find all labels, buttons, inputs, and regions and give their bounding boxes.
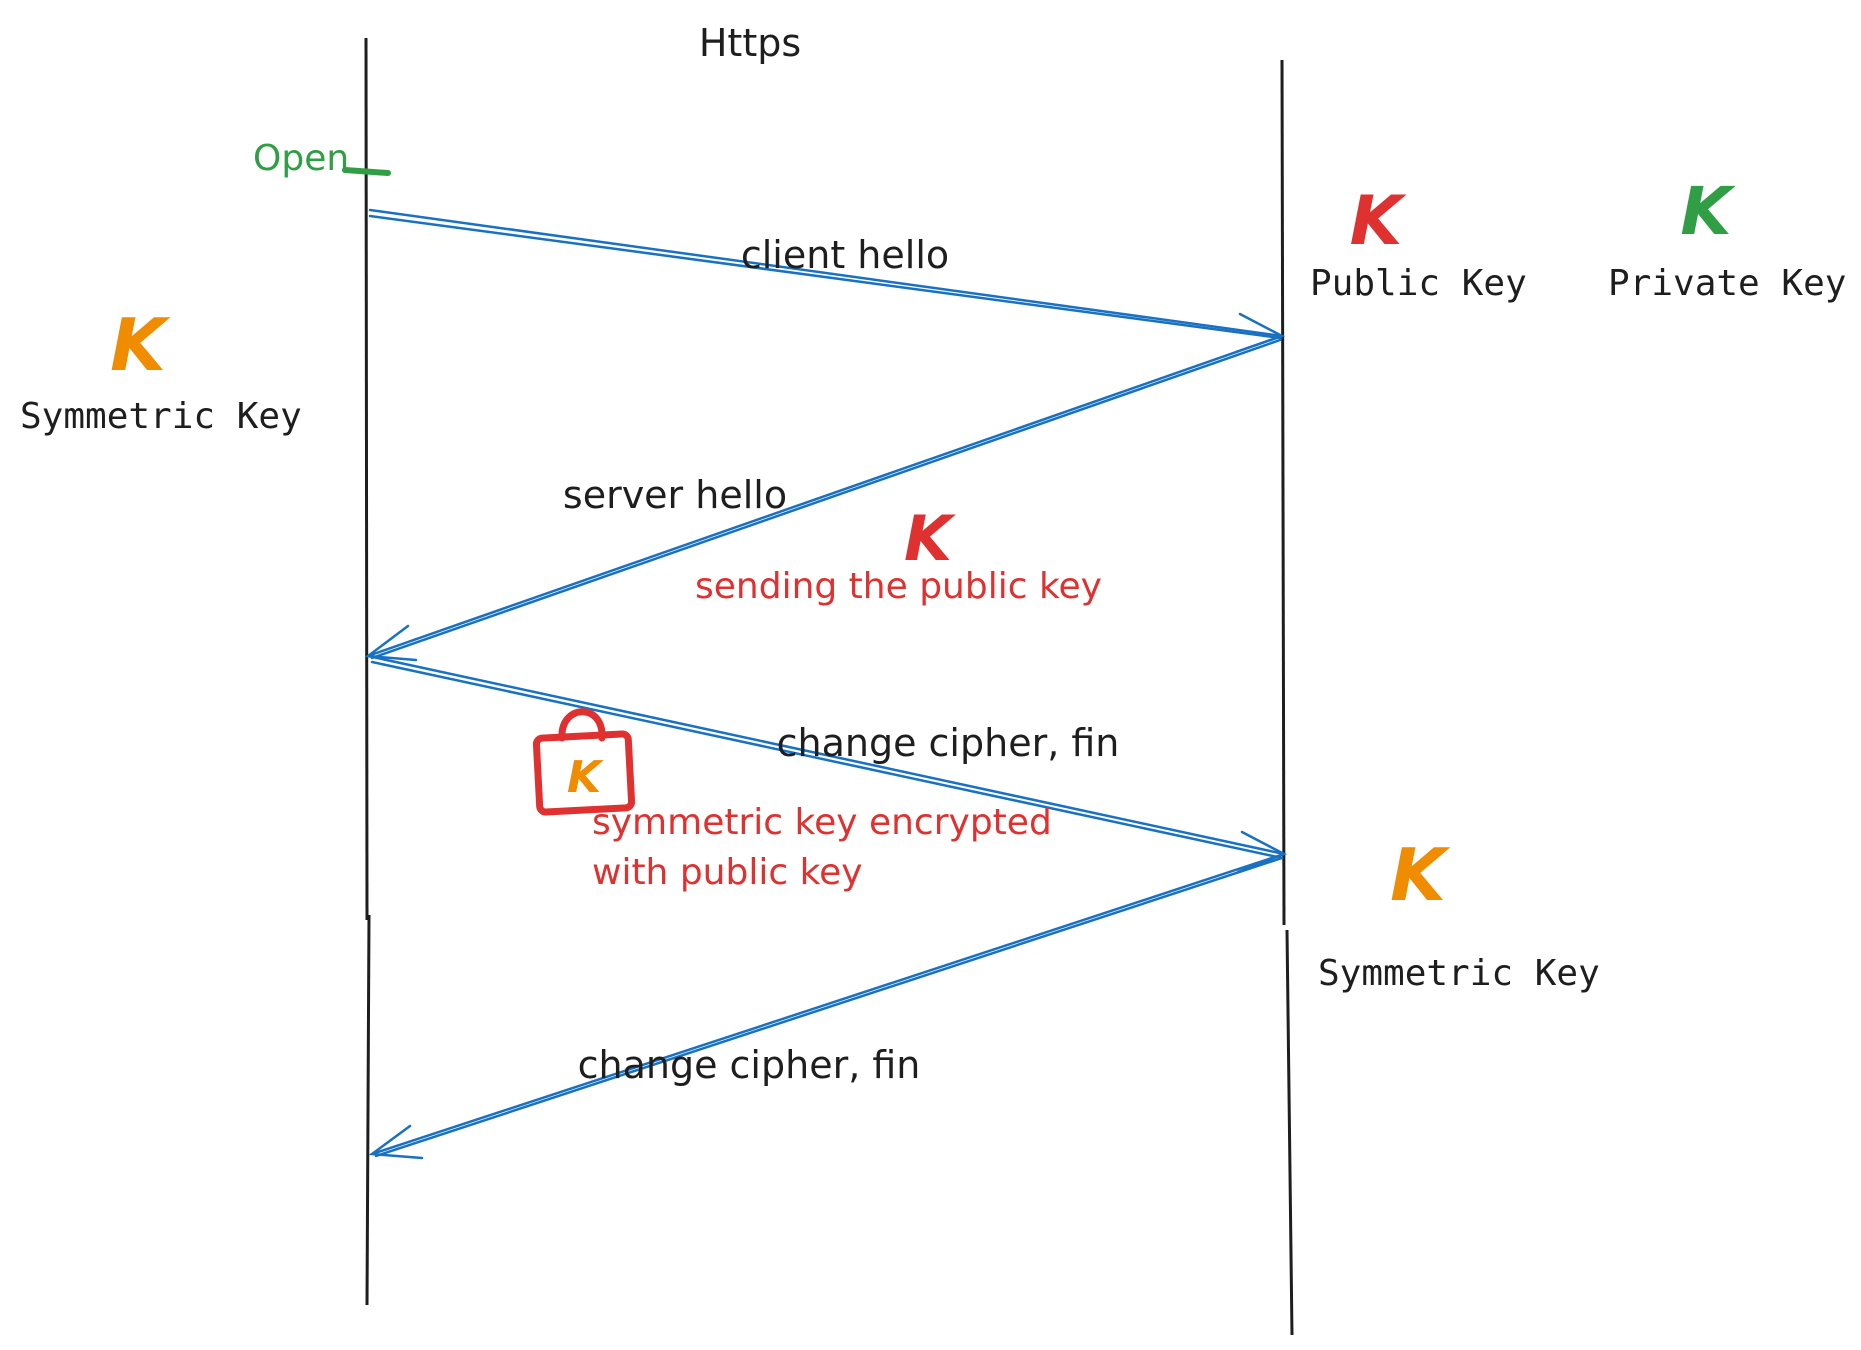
change-cipher-label-2: change cipher, fin <box>578 1043 921 1087</box>
sent-public-key-icon: K <box>904 502 956 575</box>
client-lifeline <box>364 37 371 1306</box>
public-key-label: Public Key <box>1310 263 1527 304</box>
server-symmetric-key-icon: K <box>1390 833 1451 917</box>
encrypted-symmetric-key-icon: K <box>567 752 604 803</box>
open-marker <box>342 167 391 176</box>
message-arrows <box>364 208 1288 1160</box>
change-cipher-server-arrow <box>368 852 1286 1160</box>
client-hello-label: client hello <box>741 233 949 277</box>
left-symmetric-key-label: Symmetric Key <box>20 396 302 437</box>
lock-icon <box>532 708 636 816</box>
public-key-icon: K <box>1350 182 1407 261</box>
private-key-label: Private Key <box>1608 263 1846 304</box>
server-hello-label: server hello <box>563 473 787 517</box>
right-symmetric-key-label: Symmetric Key <box>1318 953 1600 994</box>
server-hello-note: sending the public key <box>695 566 1102 607</box>
private-key-icon: K <box>1680 173 1736 250</box>
encrypted-note-line-2: with public key <box>592 852 863 893</box>
open-label: Open <box>253 138 349 179</box>
client-hello-arrow <box>368 208 1286 354</box>
server-hello-arrow <box>364 334 1284 662</box>
diagram-title: Https <box>699 21 801 65</box>
change-cipher-label-1: change cipher, fin <box>777 721 1120 765</box>
server-lifeline <box>1280 59 1294 1336</box>
encrypted-note-line-1: symmetric key encrypted <box>592 802 1052 843</box>
symmetric-key-icon: K <box>110 303 171 387</box>
